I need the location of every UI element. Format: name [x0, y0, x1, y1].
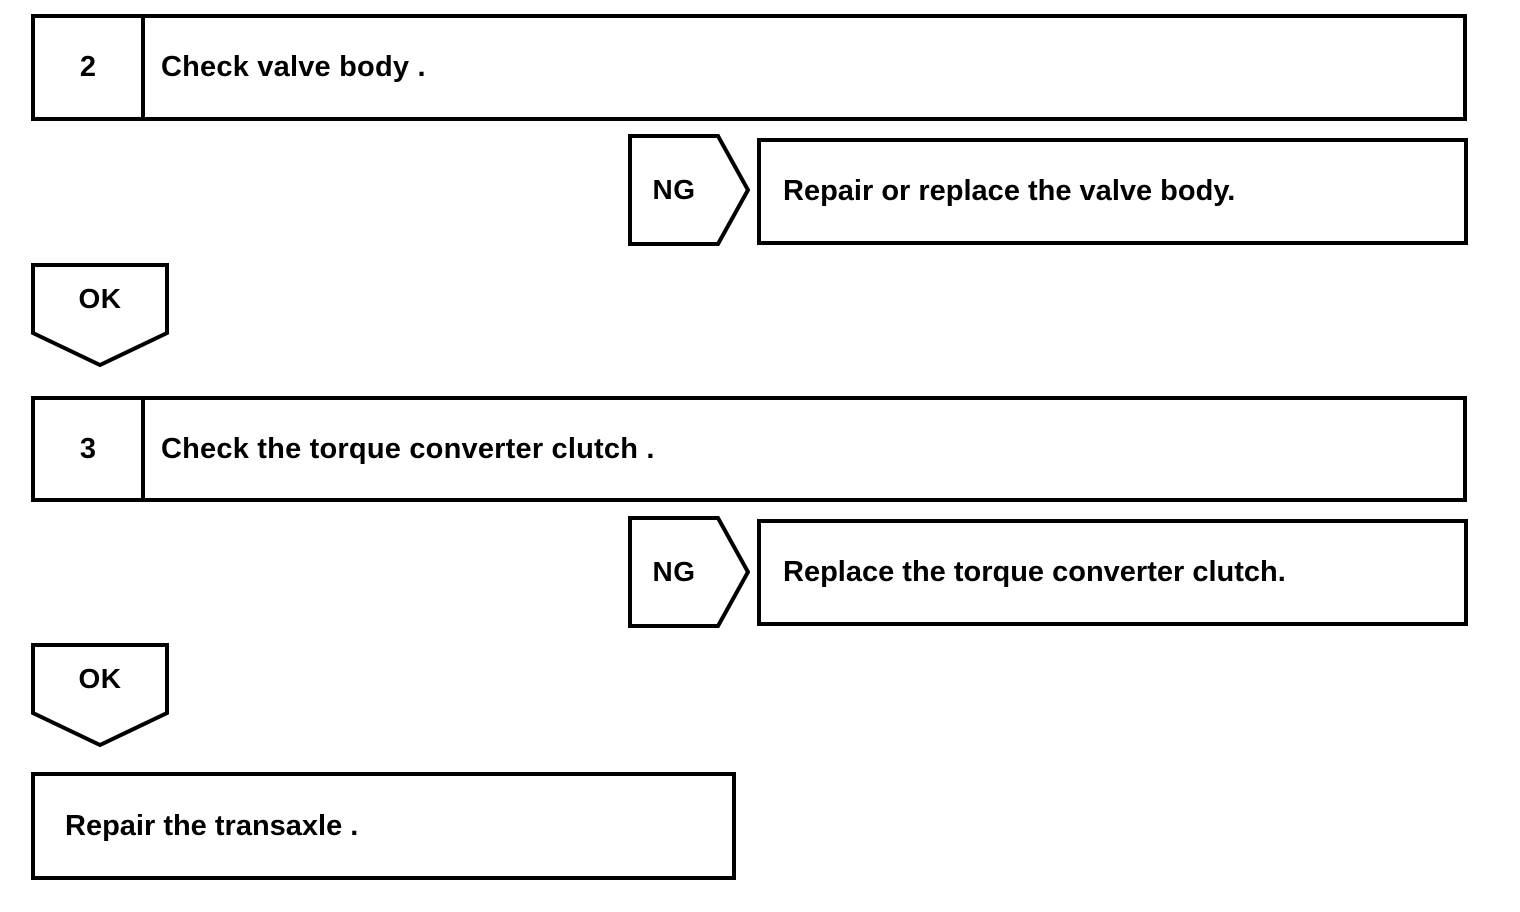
- step-3-box: 3 Check the torque converter clutch .: [31, 396, 1467, 502]
- final-action-text: Repair the transaxle .: [65, 809, 359, 842]
- step-2-box: 2 Check valve body .: [31, 14, 1467, 121]
- step-2-ng-action-text: Repair or replace the valve body.: [783, 175, 1236, 207]
- ok-pentagon-icon: [31, 263, 169, 367]
- step-2-instruction: Check valve body .: [161, 51, 426, 83]
- final-action-box: Repair the transaxle .: [31, 772, 736, 880]
- ng-arrow-icon: [628, 516, 750, 628]
- step-3-instruction: Check the torque converter clutch .: [161, 432, 655, 465]
- step-2-ng-label: NG: [652, 174, 696, 205]
- step-3-ok-tag: OK: [31, 643, 169, 747]
- ng-arrow-icon: [628, 134, 750, 246]
- step-3-ng-action-box: Replace the torque converter clutch.: [757, 519, 1468, 626]
- step-3-ng-action-text: Replace the torque converter clutch.: [783, 556, 1286, 588]
- step-2-ok-tag: OK: [31, 263, 169, 367]
- step-2-ok-label: OK: [78, 283, 122, 314]
- step-3-ng-tag: NG: [628, 516, 750, 628]
- step-3-ng-label: NG: [652, 556, 696, 587]
- ok-pentagon-icon: [31, 643, 169, 747]
- step-3-number: 3: [35, 400, 145, 498]
- step-2-number: 2: [35, 18, 145, 117]
- step-3-ok-label: OK: [78, 663, 122, 694]
- step-2-ng-action-box: Repair or replace the valve body.: [757, 138, 1468, 245]
- step-2-ng-tag: NG: [628, 134, 750, 246]
